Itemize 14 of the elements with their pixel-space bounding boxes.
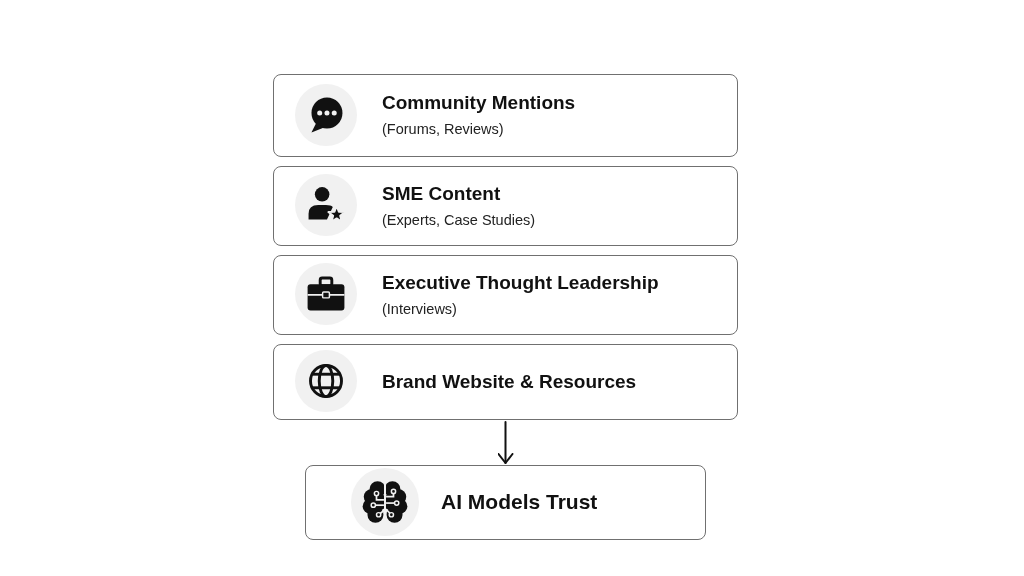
card-title: SME Content: [382, 182, 501, 205]
arrow: [497, 421, 514, 464]
card-title: Brand Website & Resources: [382, 371, 637, 393]
source-card: [273, 255, 738, 335]
source-card: [273, 166, 738, 246]
card-title: AI Models Trust: [441, 490, 598, 515]
card-subtitle: (Interviews): [382, 300, 457, 319]
source-card: [273, 344, 738, 420]
card-title: Executive Thought Leadership: [382, 271, 659, 294]
card-subtitle: (Forums, Reviews): [382, 121, 504, 139]
card-subtitle: (Experts, Case Studies): [382, 211, 536, 230]
card-title: Community Mentions: [382, 92, 576, 115]
source-card: [273, 74, 738, 157]
outcome-card: [305, 465, 706, 540]
